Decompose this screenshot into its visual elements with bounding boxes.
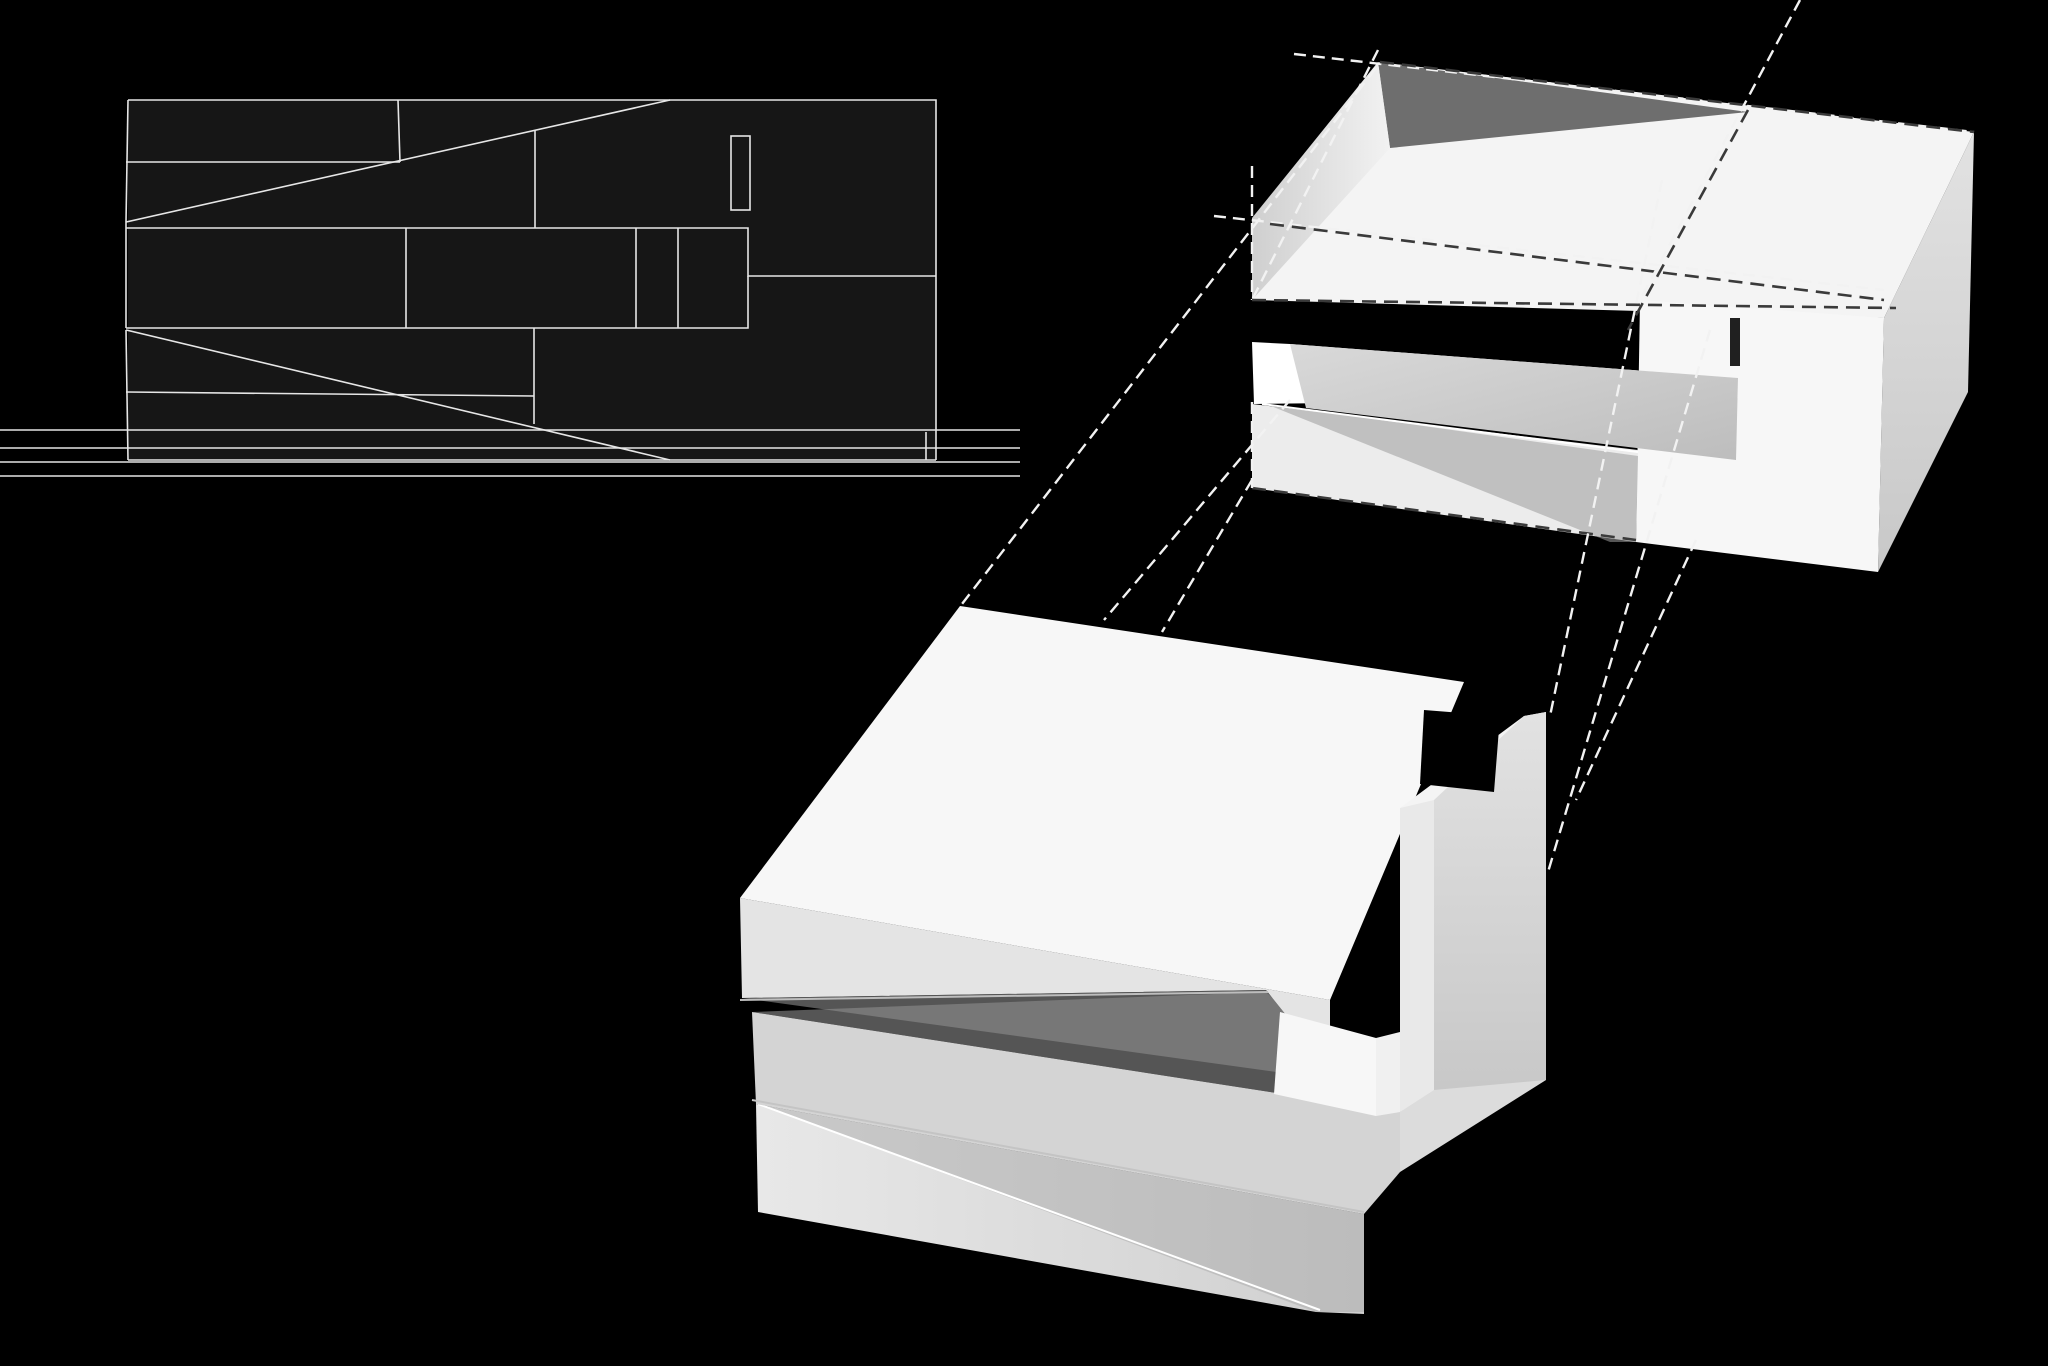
exploded-axonometric: [739, 0, 1975, 1314]
bottom-left-edge: [125, 329, 129, 461]
dash-mid-dark: [1269, 222, 1885, 302]
lower-volume: [739, 606, 1546, 1314]
roof-notch: [1420, 710, 1500, 792]
dash-front-top: [1251, 298, 1897, 310]
bottom-slab-shadow: [758, 1104, 1364, 1312]
gap-line-1: [739, 991, 1269, 1001]
elevation-fill: [128, 100, 936, 460]
dash-top-edge-dark: [1379, 60, 1975, 134]
elevation-left-upper: [125, 99, 129, 223]
middle-slab-front: [752, 1012, 1400, 1214]
upper-inner-wall: [1252, 62, 1390, 300]
explosion-connectors: [961, 67, 1712, 873]
top-slab-front: [740, 898, 1330, 1070]
connector-3: [1160, 479, 1254, 633]
connector-4: [1548, 179, 1664, 717]
top-slab-roof: [740, 606, 1464, 1000]
window-slot: [730, 135, 751, 211]
side-wall-front: [1400, 800, 1434, 1112]
top-band-divider: [397, 99, 401, 163]
top-diagonal: [125, 99, 671, 223]
elevation-outline: [128, 99, 937, 460]
tray-diagonal-shadow: [1266, 404, 1638, 542]
tray-back: [1290, 344, 1738, 460]
dash-axis-dark: [1626, 109, 1750, 331]
upper-roof-shadow: [1378, 62, 1748, 148]
elevation-drawing: [0, 99, 1020, 477]
mid-band-bottom: [126, 276, 749, 329]
mid-band-top: [126, 227, 936, 277]
side-wall-step: [1376, 1032, 1400, 1116]
tray-edge: [1261, 403, 1639, 453]
bottom-slab-crease: [757, 1103, 1321, 1311]
upper-window-slot: [1730, 318, 1740, 366]
side-wall-ledge: [1274, 1012, 1376, 1116]
side-wall-face: [1434, 712, 1546, 1090]
upper-volume: [1252, 62, 1974, 572]
top-slab-underside: [742, 990, 1330, 1078]
bottom-band-line: [125, 391, 535, 397]
connector-2: [1103, 399, 1291, 621]
gap-line-2: [751, 1099, 1365, 1213]
upper-right-face: [1878, 132, 1974, 572]
connector-6: [1574, 539, 1698, 801]
dash-mid-edge: [1213, 214, 1885, 292]
